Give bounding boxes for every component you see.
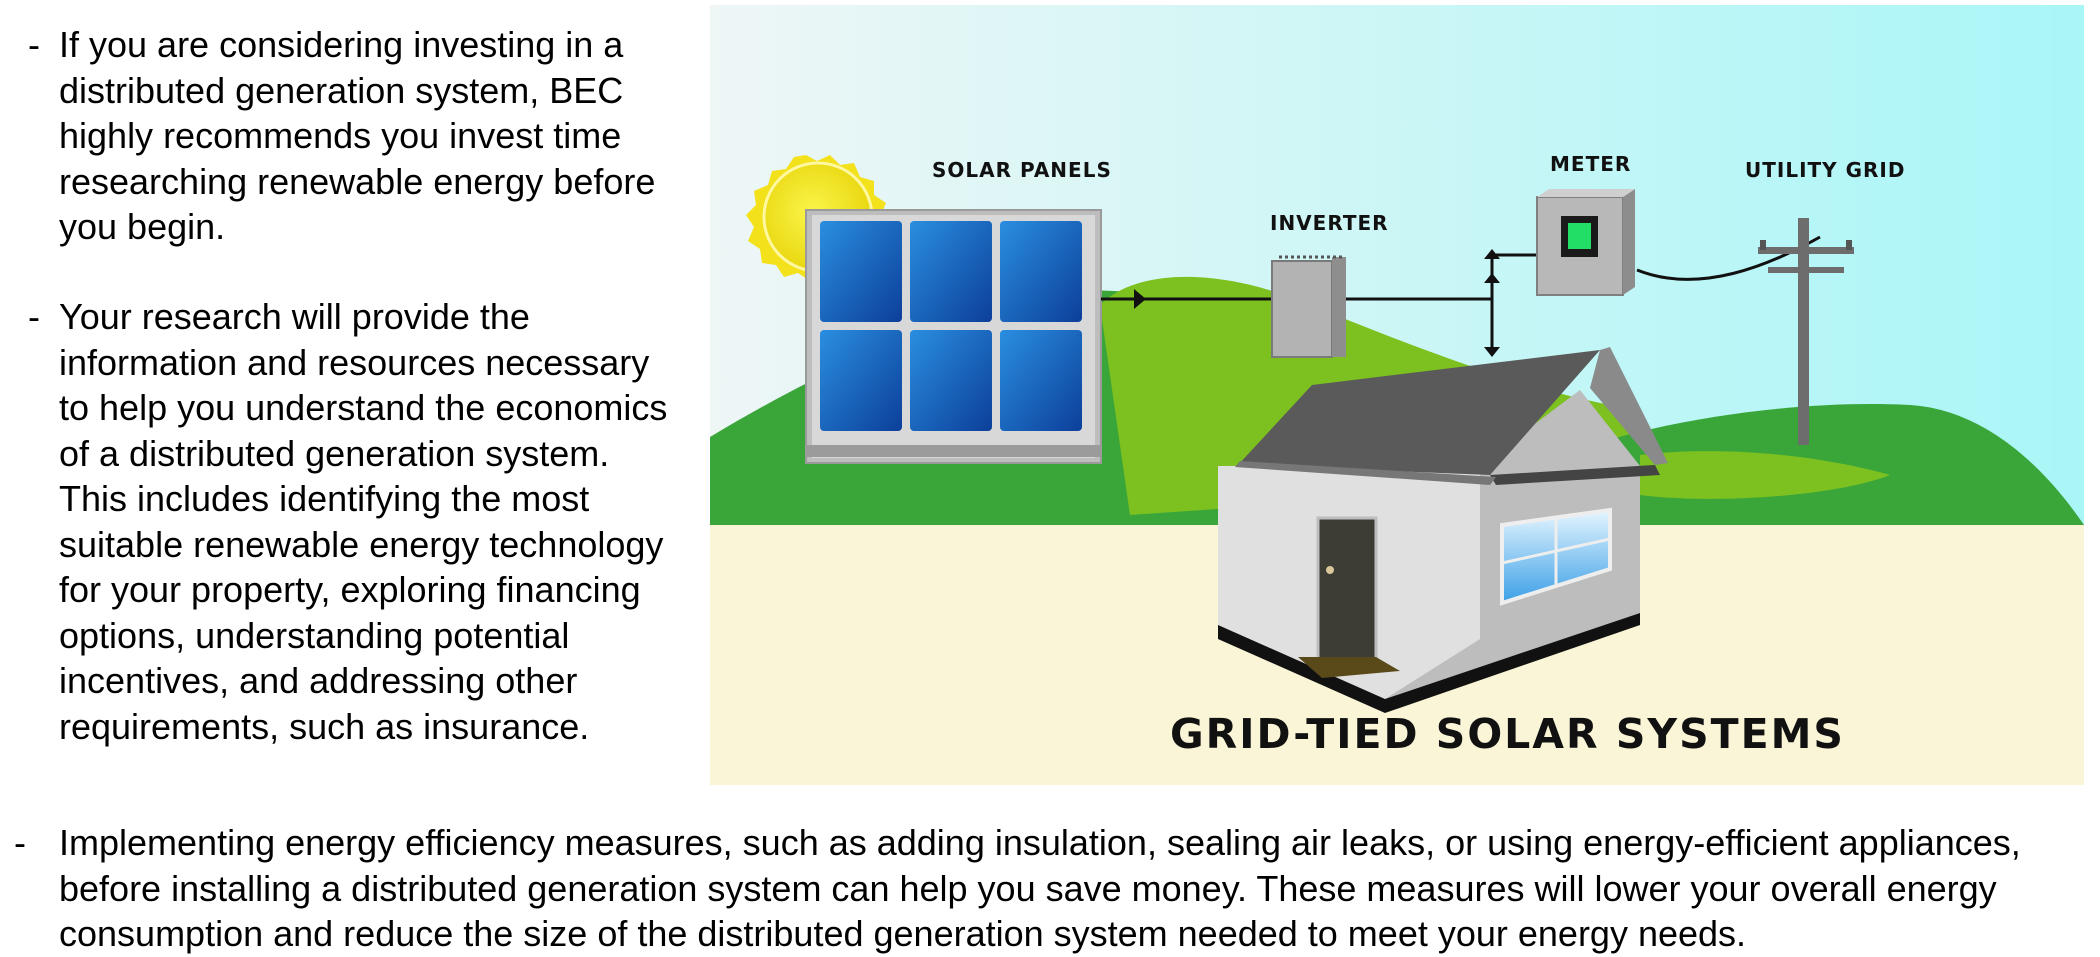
hill-right-highlight — [1640, 451, 1890, 499]
house-door — [1316, 516, 1378, 673]
inverter-icon — [1271, 255, 1346, 358]
label-solar-panels: SOLAR PANELS — [932, 158, 1112, 182]
bullet-marker: - — [14, 822, 26, 863]
utility-pole-icon — [1758, 218, 1854, 445]
bullet-text: Your research will provide the informati… — [59, 296, 668, 747]
meter-icon — [1536, 189, 1635, 296]
solar-panel-icon — [805, 209, 1102, 464]
house-icon — [1218, 347, 1668, 713]
house-window — [1500, 507, 1612, 606]
label-utility-grid: UTILITY GRID — [1745, 158, 1905, 182]
bullet-marker: - — [28, 296, 40, 337]
bullet-marker: - — [28, 24, 40, 65]
bullet-text: If you are considering investing in a di… — [59, 24, 656, 247]
label-inverter: INVERTER — [1270, 211, 1389, 235]
grid-tied-solar-diagram: SOLAR PANELS INVERTER METER UTILITY GRID… — [710, 5, 2084, 785]
bullet-text: Implementing energy efficiency measures,… — [59, 822, 2021, 954]
diagram-title: GRID-TIED SOLAR SYSTEMS — [1170, 710, 1845, 758]
label-meter: METER — [1550, 152, 1631, 176]
